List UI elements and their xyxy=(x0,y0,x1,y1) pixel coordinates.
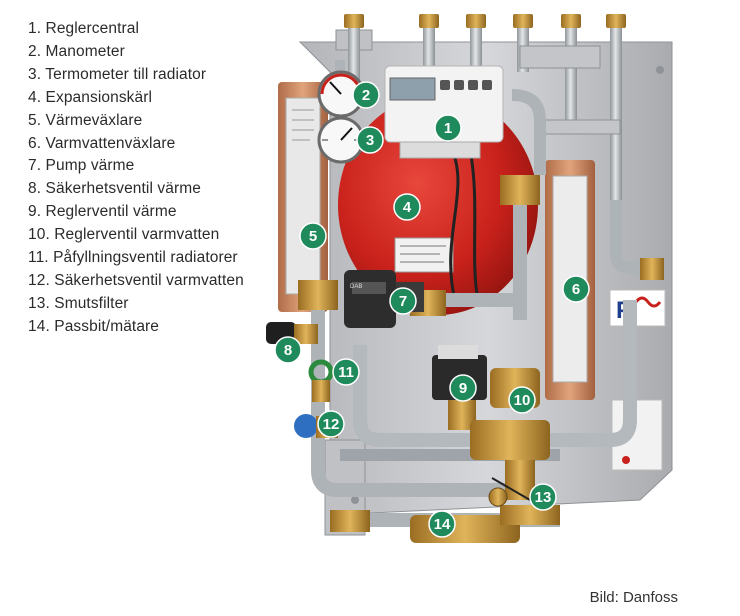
fill-valve xyxy=(308,359,334,402)
legend-item-13: 13. Smutsfilter xyxy=(28,294,129,312)
callout-marker-9: 9 xyxy=(449,374,477,402)
legend-item-3: 3. Termometer till radiator xyxy=(28,65,207,83)
heat-exchanger-heating xyxy=(278,82,328,312)
legend-item-14: 14. Passbit/mätare xyxy=(28,317,160,335)
expansion-vessel xyxy=(338,95,538,315)
dirt-filter xyxy=(488,477,531,507)
callout-marker-11: 11 xyxy=(332,358,360,386)
svg-text:DAB: DAB xyxy=(350,284,362,290)
legend-item-5: 5. Värmeväxlare xyxy=(28,111,143,129)
callout-marker-12: 12 xyxy=(317,410,345,438)
legend-item-8: 8. Säkerhetsventil värme xyxy=(28,180,201,198)
svg-text:12: 12 xyxy=(323,416,340,433)
callout-marker-8: 8 xyxy=(274,336,302,364)
svg-text:1: 1 xyxy=(444,120,452,137)
svg-text:8: 8 xyxy=(284,342,292,359)
legend-item-11: 11. Påfyllningsventil radiatorer xyxy=(28,249,238,267)
callout-marker-13: 13 xyxy=(529,483,557,511)
callout-marker-5: 5 xyxy=(299,222,327,250)
callout-marker-4: 4 xyxy=(393,193,421,221)
svg-text:2: 2 xyxy=(362,87,370,104)
callout-markers: 1 2 3 4 5 6 7 8 9 10 11 12 13 14 xyxy=(274,81,590,538)
svg-text:5: 5 xyxy=(309,228,317,245)
reglercentral-device xyxy=(384,65,504,159)
control-valve-hot-water xyxy=(470,368,550,500)
callout-marker-3: 3 xyxy=(356,126,384,154)
callout-marker-10: 10 xyxy=(508,386,536,414)
svg-text:7: 7 xyxy=(399,293,407,310)
svg-text:9: 9 xyxy=(459,380,467,397)
callout-marker-2: 2 xyxy=(352,81,380,109)
legend-item-6: 6. Varmvattenväxlare xyxy=(28,134,176,152)
legend-item-7: 7. Pump värme xyxy=(28,157,135,175)
component-legend: 1. Reglercentral 2. Manometer 3. Termome… xyxy=(28,18,244,339)
callout-marker-7: 7 xyxy=(389,287,417,315)
callout-marker-1: 1 xyxy=(434,114,462,142)
svg-text:13: 13 xyxy=(535,489,552,506)
callout-marker-6: 6 xyxy=(562,275,590,303)
svg-text:11: 11 xyxy=(338,364,354,381)
svg-text:6: 6 xyxy=(572,281,580,298)
legend-item-10: 10. Reglerventil varmvatten xyxy=(28,226,220,244)
legend-item-12: 12. Säkerhetsventil varmvatten xyxy=(28,271,244,289)
callout-marker-14: 14 xyxy=(428,510,456,538)
legend-item-2: 2. Manometer xyxy=(28,42,125,60)
legend-item-1: 1. Reglercentral xyxy=(28,20,140,37)
legend-item-9: 9. Reglerventil värme xyxy=(28,203,177,221)
svg-text:3: 3 xyxy=(366,132,374,149)
svg-text:14: 14 xyxy=(434,516,451,533)
svg-text:10: 10 xyxy=(514,392,531,409)
image-credit: Bild: Danfoss xyxy=(589,589,678,606)
legend-item-4: 4. Expansionskärl xyxy=(28,88,153,106)
svg-text:4: 4 xyxy=(403,199,412,216)
